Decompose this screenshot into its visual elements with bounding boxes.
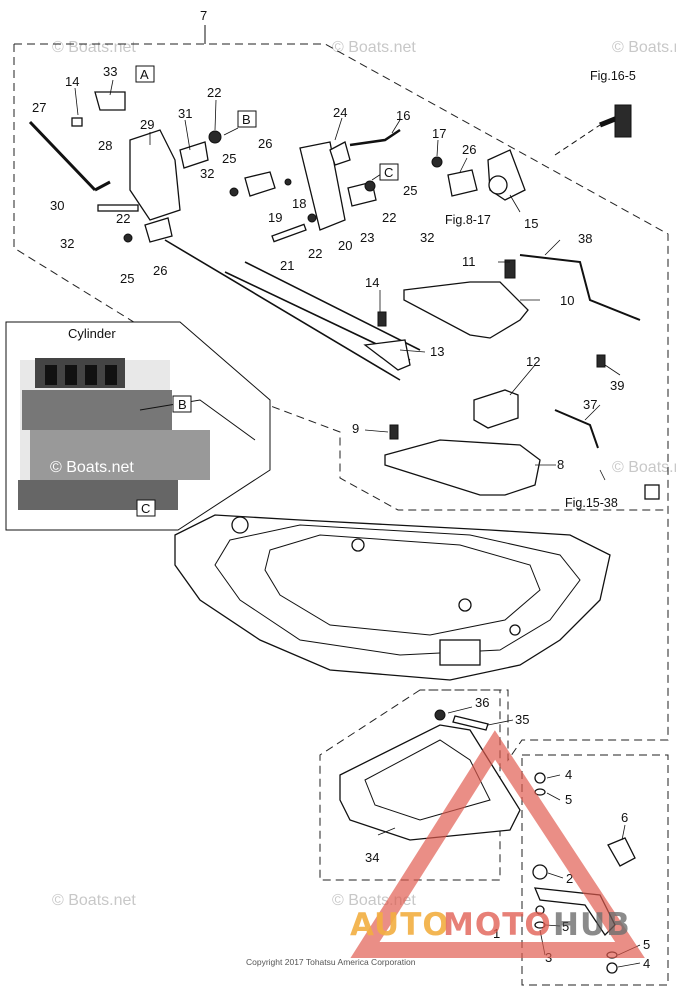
callout-36: 36 (475, 695, 489, 710)
box-label-b: B (242, 112, 251, 127)
callout-25: 25 (120, 271, 134, 286)
callout-16: 16 (396, 108, 410, 123)
callout-34: 34 (365, 850, 379, 865)
callout-10: 10 (560, 293, 574, 308)
callout-25: 25 (403, 183, 417, 198)
lower-boundary (319, 689, 501, 881)
leader-lines (74, 79, 641, 968)
callout-5: 5 (562, 919, 569, 934)
callout-8: 8 (557, 457, 564, 472)
callout-22: 22 (382, 210, 396, 225)
linkage-parts (28, 91, 526, 243)
watermark: © Boats.net (52, 892, 136, 909)
boxed-labels: A B C (135, 65, 399, 181)
callout-1: 1 (493, 926, 500, 941)
callout-39: 39 (610, 378, 624, 393)
callout-7: 7 (200, 8, 207, 23)
watermark: © Boats.net (612, 39, 676, 56)
svg-text:MOTO: MOTO (443, 907, 552, 943)
callout-26: 26 (462, 142, 476, 157)
callout-21: 21 (280, 258, 294, 273)
callout-20: 20 (338, 238, 352, 253)
callout-22: 22 (207, 85, 221, 100)
hardware-boundary (521, 754, 669, 986)
box-label-c: C (384, 165, 393, 180)
callout-19: 19 (268, 210, 282, 225)
callout-4: 4 (643, 956, 650, 971)
callout-35: 35 (515, 712, 529, 727)
callout-30: 30 (50, 198, 64, 213)
callout-31: 31 (178, 106, 192, 121)
cables (164, 104, 641, 449)
callout-32: 32 (200, 166, 214, 181)
callout-29: 29 (140, 117, 154, 132)
watermark: © Boats.net (50, 459, 134, 476)
callout-22: 22 (116, 211, 130, 226)
callout-32: 32 (60, 236, 74, 251)
assembly-boundary (13, 43, 669, 762)
callout-38: 38 (578, 231, 592, 246)
inset-label-c: C (141, 501, 150, 516)
svg-text:HUB: HUB (553, 907, 631, 943)
bottom-cowl (174, 514, 611, 681)
box-label-a: A (140, 67, 149, 82)
inset-label-b: B (178, 397, 187, 412)
callout-14: 14 (65, 74, 79, 89)
callout-37: 37 (583, 397, 597, 412)
callout-25: 25 (222, 151, 236, 166)
callout-13: 13 (430, 344, 444, 359)
fig-ref-15-38: Fig.15-38 (565, 496, 618, 510)
cylinder-inset: Cylinder B C © Boats.net (5, 321, 271, 531)
callout-26: 26 (258, 136, 272, 151)
callout-27: 27 (32, 100, 46, 115)
callout-24: 24 (333, 105, 347, 120)
callout-2: 2 (566, 871, 573, 886)
fig-ref-16-5: Fig.16-5 (590, 69, 636, 83)
watermark: © Boats.net (52, 39, 136, 56)
callout-32: 32 (420, 230, 434, 245)
figure-refs: Fig.16-5 Fig.8-17 Fig.15-38 (445, 69, 636, 510)
watermark: © Boats.net (332, 39, 416, 56)
copyright: Copyright 2017 Tohatsu America Corporati… (246, 957, 416, 967)
callout-18: 18 (292, 196, 306, 211)
watermark: © Boats.net (612, 459, 676, 476)
callout-33: 33 (103, 64, 117, 79)
callout-11: 11 (462, 254, 476, 269)
callout-4: 4 (565, 767, 572, 782)
callout-5: 5 (565, 792, 572, 807)
brand-logo: AUTO MOTO HUB (350, 730, 645, 958)
callout-22: 22 (308, 246, 322, 261)
svg-text:AUTO: AUTO (350, 907, 450, 943)
callout-28: 28 (98, 138, 112, 153)
callout-23: 23 (360, 230, 374, 245)
callout-5: 5 (643, 937, 650, 952)
callout-15: 15 (524, 216, 538, 231)
inset-title: Cylinder (68, 326, 116, 341)
brackets (363, 259, 660, 500)
callout-labels: 7 14 33 27 29 31 22 28 25 26 32 30 22 32… (32, 8, 650, 971)
callout-9: 9 (352, 421, 359, 436)
callout-14: 14 (365, 275, 379, 290)
callout-6: 6 (621, 810, 628, 825)
callout-26: 26 (153, 263, 167, 278)
callout-17: 17 (432, 126, 446, 141)
callout-12: 12 (526, 354, 540, 369)
fig-ref-8-17: Fig.8-17 (445, 213, 491, 227)
